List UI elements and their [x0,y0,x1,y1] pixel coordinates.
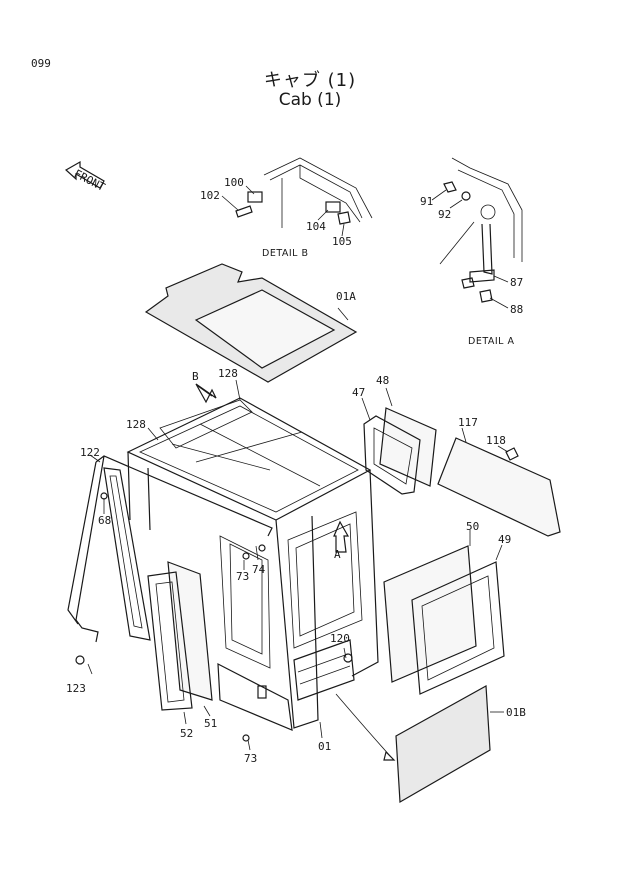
part-label-50: 50 [466,520,479,533]
part-label-91: 91 [420,195,433,208]
page-title-japanese: キャブ (1) [263,70,357,91]
detail-b-view: 100 102 104 105 DETAIL B [200,157,373,259]
part-label-48: 48 [376,374,389,387]
view-arrow-b: B [192,370,217,404]
part-label-47: 47 [352,386,365,399]
part-label-123: 123 [66,682,86,695]
leader-lines [75,379,353,751]
handrail: 122 [67,446,273,643]
arrow-label-b: B [192,370,199,383]
part-label-73-upper: 73 [236,570,249,583]
door-panel-01b: 01B [335,685,526,804]
roof-panel: 01A [144,263,358,383]
part-label-74: 74 [252,563,266,576]
rear-window-assembly: 48 47 [352,374,437,495]
page-title-english: Cab (1) [278,90,342,110]
door-window-assembly: 51 52 [147,561,217,740]
part-label-52: 52 [180,727,193,740]
detail-a-view: 91 92 87 88 DETAIL A [420,157,523,347]
part-label-102: 102 [200,189,220,202]
part-label-117: 117 [458,416,478,429]
part-label-128-top: 128 [218,367,238,380]
part-label-01: 01 [318,740,331,753]
part-label-01a: 01A [336,290,356,303]
part-label-51: 51 [204,717,217,730]
detail-a-caption: DETAIL A [468,336,515,347]
part-label-49: 49 [498,533,511,546]
part-label-122: 122 [80,446,100,459]
part-label-105: 105 [332,235,352,248]
part-label-88: 88 [510,303,523,316]
door-frame [103,467,151,641]
part-label-120: 120 [330,632,350,645]
arrow-label-a: A [334,548,341,561]
part-label-68: 68 [98,514,111,527]
view-arrow-a: A [333,520,350,561]
detail-b-caption: DETAIL B [262,248,309,259]
part-label-100: 100 [224,176,244,189]
front-window-assembly: 50 49 [383,520,511,695]
part-label-128-left: 128 [126,418,146,431]
part-label-87: 87 [510,276,523,289]
part-label-118: 118 [486,434,506,447]
part-label-73-lower: 73 [244,752,257,765]
part-label-01b: 01B [506,706,526,719]
part-label-104: 104 [306,220,326,233]
front-direction-arrow: FRONT [64,160,108,194]
part-label-92: 92 [438,208,451,221]
front-label: FRONT [72,167,108,194]
side-glass-117: 117 118 [437,416,561,537]
cab-body [126,397,379,731]
page-number: 099 [31,57,51,70]
